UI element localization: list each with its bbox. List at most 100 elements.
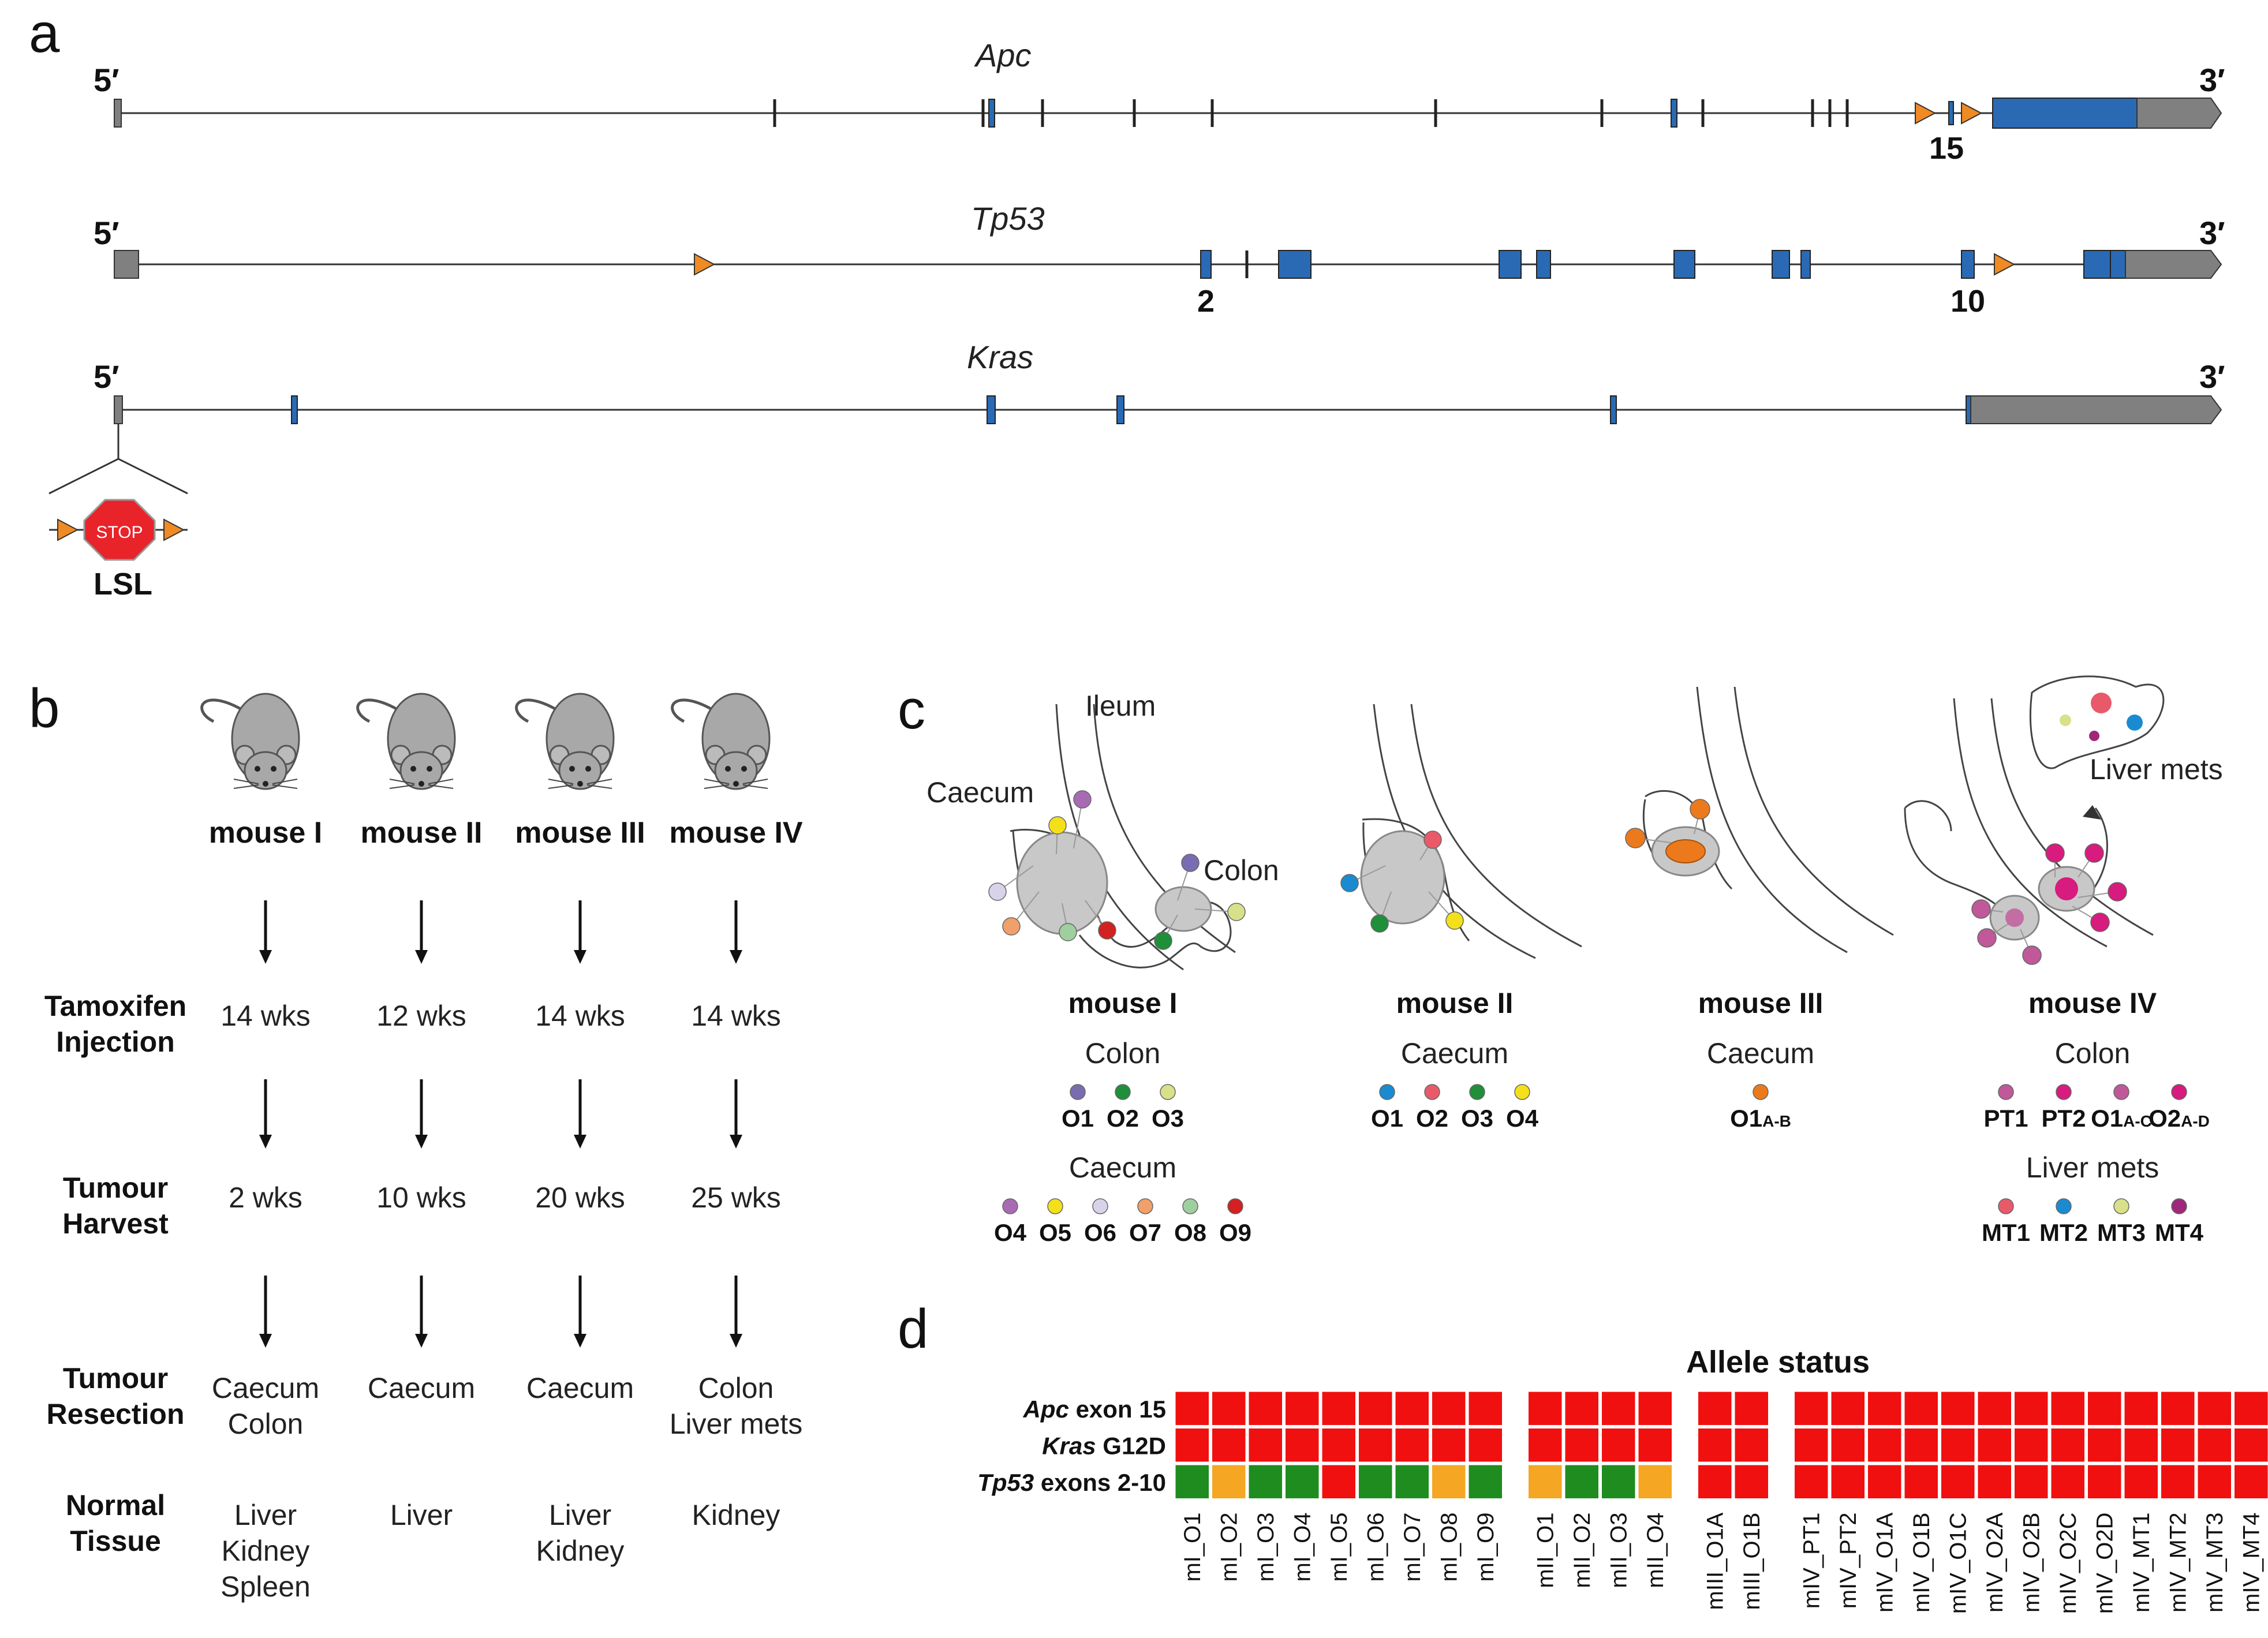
sample-label: mIV_O1B [1909, 1513, 1934, 1613]
mouse-icon [671, 693, 771, 790]
legend-label: MT1 [1982, 1219, 2030, 1246]
allele-cell [2123, 1463, 2159, 1500]
legend-label: PT1 [1983, 1105, 2028, 1132]
arrow-head-icon [415, 1135, 428, 1149]
sample-label: mII_O4 [1643, 1513, 1668, 1588]
loxp-icon [57, 518, 79, 541]
sample-label: mI_O7 [1400, 1513, 1425, 1582]
legend-label: O5 [1039, 1219, 1071, 1246]
table-cell: Liver [549, 1499, 611, 1531]
sample-label: mIV_O2B [2019, 1513, 2044, 1613]
allele-cell [1430, 1390, 1467, 1427]
sample-label: mIV_O1C [1945, 1513, 1971, 1614]
allele-cell [1430, 1463, 1467, 1500]
mouse-title: mouse IV [2028, 987, 2157, 1019]
allele-cell [2159, 1390, 2196, 1427]
legend-dot [1514, 1084, 1530, 1100]
sample-label: mI_O8 [1436, 1513, 1462, 1582]
allele-cell [1357, 1427, 1394, 1464]
row-header: Injection [56, 1026, 175, 1058]
allele-cell [1320, 1463, 1357, 1500]
allele-cell [1467, 1390, 1504, 1427]
table-cell: Kidney [536, 1535, 625, 1567]
legend-dot [1753, 1084, 1769, 1100]
table-cell: 25 wks [691, 1181, 781, 1214]
site-label: Caecum [1707, 1037, 1814, 1069]
allele-cell [1284, 1463, 1321, 1500]
tp53-gene-model: 5′ 3′ Tp53 2 10 [94, 200, 2225, 319]
apc-exon-15-label: 15 [1929, 131, 1964, 166]
legend-label: MT2 [2039, 1219, 2088, 1246]
allele-cell [1793, 1390, 1830, 1427]
allele-cell [2196, 1427, 2233, 1464]
arrow-head-icon [574, 1334, 586, 1348]
panel-a-letter: a [29, 2, 60, 64]
organoid-dot [1227, 903, 1246, 921]
legend-label: O4 [1506, 1105, 1539, 1132]
arrow-head-icon [259, 950, 272, 964]
table-cell: Liver mets [670, 1408, 803, 1440]
organoid-dot [2108, 882, 2127, 902]
allele-cell [1866, 1463, 1903, 1500]
legend-dot [1070, 1084, 1086, 1100]
legend-label: O1A-C [2091, 1105, 2152, 1132]
allele-cell [1697, 1390, 1733, 1427]
tp53-gene-name: Tp53 [971, 200, 1045, 237]
tp53-exon-10 [1961, 250, 1975, 279]
allele-cell [2013, 1390, 2050, 1427]
apc-gene-model: 5′ 3′ Apc 15 [94, 37, 2225, 166]
table-cell: 2 wks [229, 1181, 302, 1214]
arrow-head-icon [415, 950, 428, 964]
allele-cell [2233, 1463, 2268, 1500]
legend-dot [1998, 1084, 2014, 1100]
organoid-dot [1002, 917, 1021, 936]
allele-cell [1393, 1427, 1430, 1464]
table-cell: Liver [390, 1499, 453, 1531]
arrow-head-icon [730, 1135, 742, 1149]
mouse-i-organoid-dots [988, 790, 1246, 950]
mouse-iii-organoid-dots [1625, 799, 1710, 848]
allele-cell [1563, 1463, 1600, 1500]
allele-cell [1636, 1427, 1673, 1464]
table-cell: Caecum [526, 1372, 634, 1404]
table-cell: Caecum [212, 1372, 319, 1404]
kras-gene-model: 5′ 3′ Kras STOP LSL [48, 339, 2225, 601]
sample-label: mI_O3 [1253, 1513, 1279, 1582]
allele-cell [1829, 1390, 1866, 1427]
arrow-head-icon [730, 1334, 742, 1348]
tp53-5prime: 5′ [94, 215, 119, 251]
allele-row-label: Kras G12D [1042, 1433, 1166, 1460]
sample-label: mI_O9 [1473, 1513, 1499, 1582]
mouse-title: mouse III [515, 816, 645, 850]
mouse-title: mouse III [1698, 987, 1824, 1019]
legend-dot [2056, 1084, 2072, 1100]
allele-cell [2013, 1463, 2050, 1500]
kras-gene-name: Kras [967, 339, 1033, 375]
heatmap-title: Allele status [1686, 1345, 1870, 1379]
row-header: Tumour [63, 1362, 168, 1394]
legend-dot [2171, 1084, 2187, 1100]
allele-cell [1866, 1427, 1903, 1464]
sample-label: mIV_O2A [1982, 1512, 2008, 1613]
row-header: Tumour [63, 1172, 168, 1204]
allele-row-label: Apc exon 15 [1023, 1396, 1166, 1423]
allele-cell [1320, 1390, 1357, 1427]
sample-label: mIII_O1B [1739, 1513, 1765, 1610]
allele-cell [1467, 1463, 1504, 1500]
organoid-dot [1445, 911, 1464, 930]
apc-5utr [114, 99, 122, 128]
organoid-dot [2005, 908, 2024, 927]
legend-dot [1227, 1198, 1243, 1214]
table-cell: 14 wks [535, 1000, 625, 1032]
allele-cell [1793, 1427, 1830, 1464]
organoid-dot [1059, 923, 1077, 941]
allele-cell [1467, 1427, 1504, 1464]
allele-cell [1527, 1390, 1564, 1427]
table-cell: 12 wks [376, 1000, 466, 1032]
table-cell: Caecum [368, 1372, 475, 1404]
table-cell: 14 wks [221, 1000, 311, 1032]
organoid-dot [988, 882, 1007, 901]
legend-label: O6 [1084, 1219, 1116, 1246]
legend-dot [2113, 1084, 2129, 1100]
